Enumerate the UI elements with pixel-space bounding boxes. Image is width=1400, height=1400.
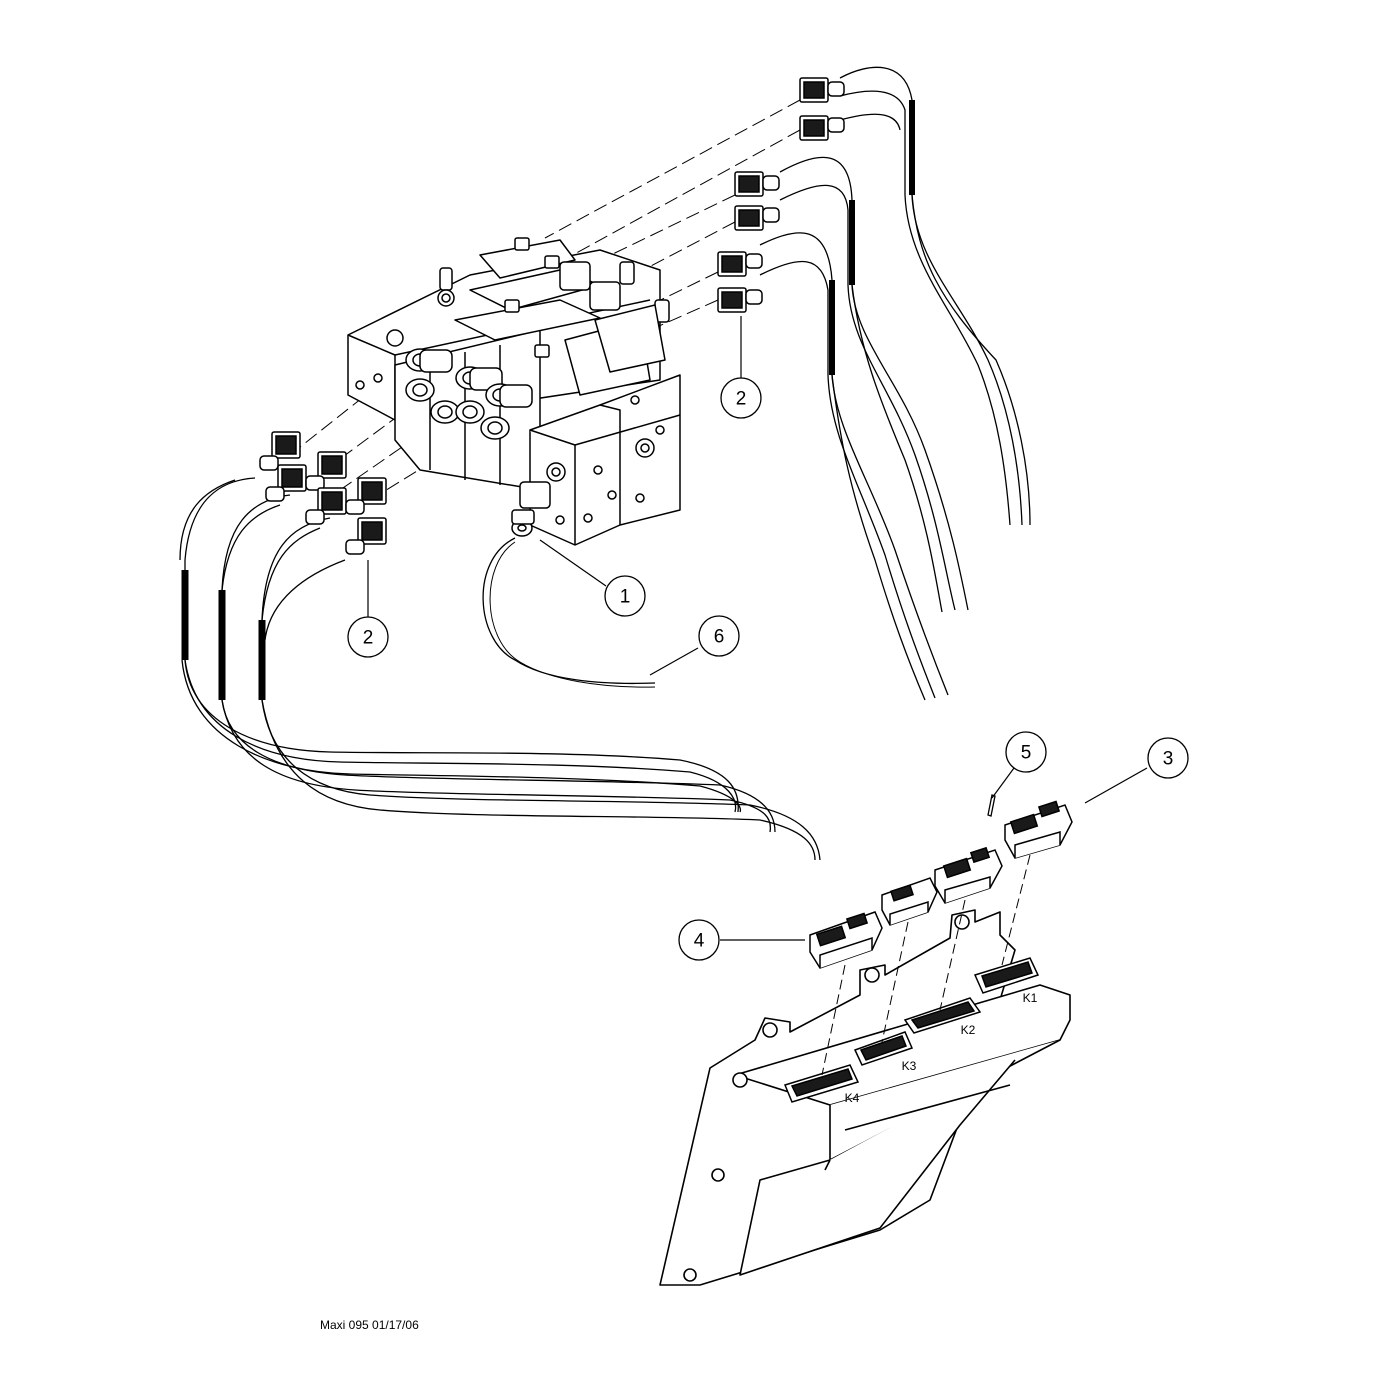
callout-balloon-3: 3 xyxy=(1147,737,1189,779)
ecu-plug-1 xyxy=(1004,800,1073,859)
valve-top-details xyxy=(437,237,670,396)
ecu-plug-3 xyxy=(881,877,938,926)
callout-balloon-2-left: 2 xyxy=(347,616,389,658)
harness-b xyxy=(779,156,969,613)
plug-l4 xyxy=(305,487,347,525)
ecu-plug-2 xyxy=(934,846,1003,904)
sensor-cable xyxy=(482,537,656,685)
plug-r6 xyxy=(717,287,763,313)
harness-e xyxy=(218,494,776,833)
locking-pin xyxy=(987,794,996,817)
callout-balloon-6: 6 xyxy=(698,615,740,657)
plug-l3 xyxy=(305,451,347,491)
callout-balloon-4: 4 xyxy=(678,919,720,961)
svg-text:2: 2 xyxy=(736,389,747,410)
leader-lines xyxy=(367,316,1148,941)
valve-spools xyxy=(405,348,533,440)
left-connector-plugs xyxy=(259,431,387,555)
alignment-lines xyxy=(289,99,801,501)
valve-block-assembly xyxy=(347,237,681,546)
ecu-sockets xyxy=(783,957,1040,1103)
callout-balloon-5: 5 xyxy=(1005,731,1047,773)
slot-label-k2: K2 xyxy=(961,1023,976,1037)
right-harness-group xyxy=(759,66,1031,701)
left-harness-group xyxy=(179,477,821,861)
harness-f xyxy=(258,517,821,861)
slot-label-k4: K4 xyxy=(845,1091,860,1105)
plug-r2 xyxy=(799,115,845,141)
harness-d xyxy=(179,477,742,813)
harness-a xyxy=(839,66,1031,526)
socket-k1 xyxy=(973,957,1040,994)
svg-text:3: 3 xyxy=(1163,749,1174,770)
plug-l1 xyxy=(259,431,301,471)
pressure-sensor xyxy=(511,481,551,537)
svg-text:2: 2 xyxy=(363,628,374,649)
callout-balloon-1: 1 xyxy=(604,575,646,617)
plug-l5 xyxy=(345,477,387,515)
socket-k2 xyxy=(903,997,982,1034)
slot-label-k1: K1 xyxy=(1023,991,1038,1005)
svg-text:1: 1 xyxy=(620,587,631,608)
ecu-alignment-lines xyxy=(821,854,1031,1076)
plug-l6 xyxy=(345,517,387,555)
ecu-plugs xyxy=(809,800,1073,969)
plug-r3 xyxy=(734,171,780,197)
svg-text:6: 6 xyxy=(714,627,725,648)
svg-text:4: 4 xyxy=(694,931,705,952)
right-connector-plugs xyxy=(717,77,845,313)
socket-k3 xyxy=(853,1031,914,1066)
drawing-reference: Maxi 095 01/17/06 xyxy=(320,1318,419,1332)
plug-r5 xyxy=(717,251,763,277)
socket-k4 xyxy=(783,1064,860,1103)
slot-label-k3: K3 xyxy=(902,1059,917,1073)
callout-balloon-2-right: 2 xyxy=(720,377,762,419)
plug-r1 xyxy=(799,77,845,103)
valve-ports xyxy=(355,329,665,525)
harness-c xyxy=(759,232,949,701)
svg-text:5: 5 xyxy=(1021,743,1032,764)
plug-r4 xyxy=(734,205,780,231)
ecu-plug-4 xyxy=(809,911,883,969)
